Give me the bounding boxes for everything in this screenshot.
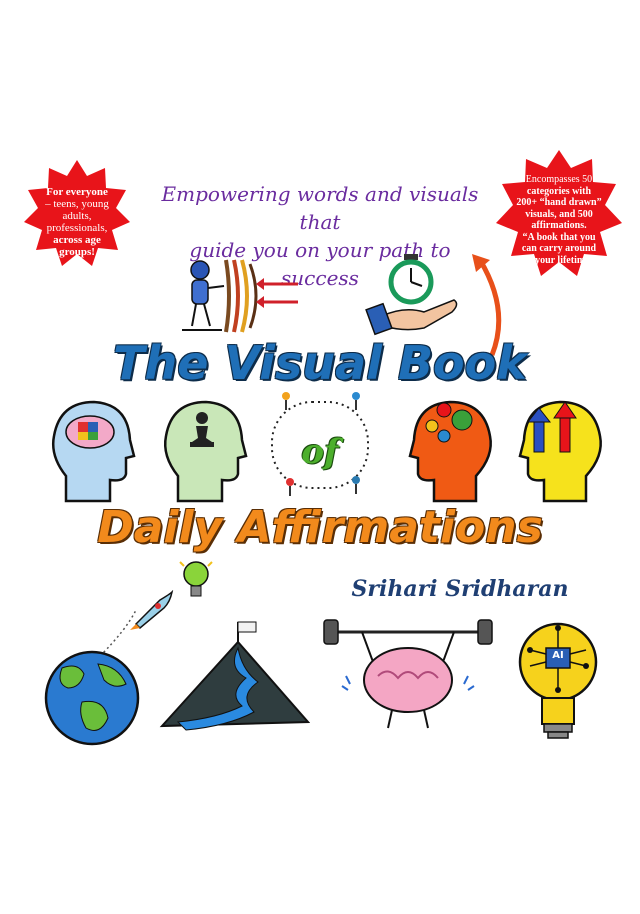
left-badge-line: professionals,: [46, 222, 108, 234]
lightbulb-icon: [179, 561, 213, 597]
book-subtitle: Daily Affirmations: [97, 502, 543, 553]
ai-lightbulb-icon: [518, 622, 598, 739]
book-title: The Visual Book: [113, 336, 527, 390]
left-badge-text: For everyone – teens, young adults, prof…: [40, 186, 114, 258]
right-badge: Encompasses 50 categories with 200+ “han…: [494, 148, 624, 278]
left-badge-line: groups!: [59, 246, 95, 258]
head-growth-arrows-icon: [518, 400, 602, 503]
ai-chip-label: AI: [552, 650, 564, 661]
left-badge-line: For everyone: [46, 186, 108, 198]
curved-arrow-icon: [472, 254, 502, 356]
pushing-person-icon: [182, 259, 298, 333]
author-name: Srihari Sridharan: [351, 576, 569, 602]
right-badge-line: affirmations.: [531, 220, 587, 231]
left-badge-line: adults,: [62, 210, 92, 222]
team-circle-icon: [271, 392, 369, 496]
rocket-icon: [130, 590, 174, 630]
left-badge-line: – teens, young: [45, 198, 109, 210]
tagline-line: Empowering words and visuals that: [161, 182, 479, 234]
head-chess-icon: [164, 400, 248, 503]
mountain-flag-icon: [159, 621, 310, 731]
right-badge-line: for your lifetime!”: [520, 254, 598, 266]
right-badge-text: Encompasses 50 categories with 200+ “han…: [508, 174, 610, 266]
right-badge-line: can carry around: [521, 243, 597, 254]
title-of: of: [301, 432, 339, 472]
burst-shape: [496, 150, 622, 276]
tagline: Empowering words and visuals that guide …: [150, 180, 490, 292]
head-puzzle-icon: [52, 400, 136, 503]
dotted-path-icon: [99, 609, 137, 657]
right-badge-line: 200+ “hand drawn”: [516, 197, 602, 208]
earth-globe-icon: [44, 650, 140, 746]
left-badge: For everyone – teens, young adults, prof…: [22, 158, 132, 268]
burst-shape: [24, 160, 130, 266]
right-badge-line: categories with: [526, 185, 592, 197]
brain-weightlifting-icon: [323, 619, 493, 729]
right-badge-line: “A book that you: [522, 231, 596, 243]
right-badge-line: Encompasses 50: [525, 174, 593, 185]
head-gears-icon: [408, 400, 492, 503]
right-badge-line: visuals, and 500: [525, 208, 593, 220]
left-badge-line: across age: [53, 234, 101, 246]
clock-in-hand-icon: [365, 254, 458, 336]
